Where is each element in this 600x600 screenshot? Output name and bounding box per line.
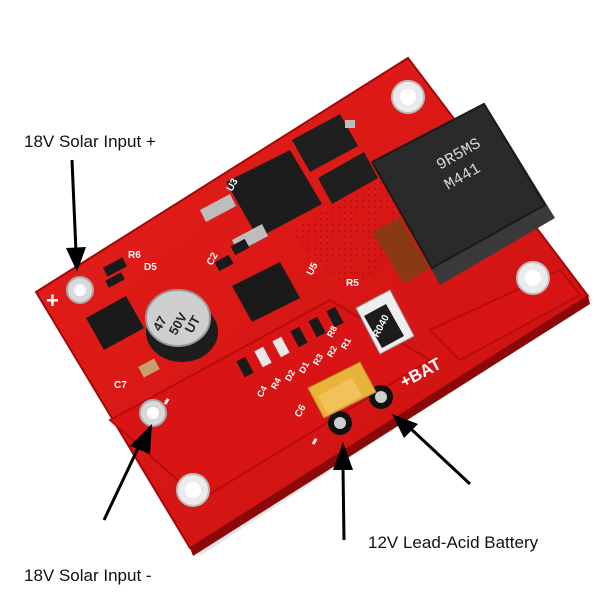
capacitor-tantalum (307, 361, 377, 419)
silk-r8: R8 (325, 324, 339, 339)
terminal-solar-minus (139, 399, 167, 427)
arrow-solar-minus (102, 424, 152, 521)
mounting-hole-bottom-left (176, 473, 210, 507)
ic-left (86, 296, 144, 350)
mounting-hole-right (516, 261, 550, 295)
silk-d5: D5 (144, 262, 157, 273)
copper-area-right (290, 180, 430, 290)
silk-u5: U5 (305, 261, 321, 278)
ic-u5 (232, 262, 300, 322)
mosfet-top-2 (318, 152, 378, 204)
silk-r6: R6 (128, 250, 141, 261)
silk-c2: C2 (205, 251, 221, 268)
silk-r3: R3 (311, 352, 325, 367)
arrow-solar-plus (66, 159, 86, 272)
resistor-r5: R040 (355, 289, 415, 355)
copper-area-bottom (108, 298, 432, 502)
silk-r1: R1 (339, 336, 353, 351)
inductor: 9R5MS M441 (370, 102, 555, 285)
arrow-battery-minus (333, 442, 353, 541)
mounting-hole-top-right (391, 80, 425, 114)
label-battery: 12V Lead-Acid Battery (368, 533, 539, 552)
silk-u3: U3 (225, 177, 241, 194)
terminal-solar-plus (66, 276, 94, 304)
silk-plus: + (46, 288, 59, 313)
mosfet-top-1 (292, 114, 358, 172)
silk-r4: R4 (269, 376, 283, 391)
capacitor-marking-value: 47 (150, 313, 170, 333)
silk-r5: R5 (346, 278, 359, 289)
smd-row (102, 238, 344, 378)
silk-r2: R2 (325, 344, 339, 359)
arrow-battery-plus (392, 414, 472, 486)
label-solar-input-plus: 18V Solar Input + (24, 132, 156, 151)
pcb-edge (190, 296, 590, 556)
label-solar-input-minus: 18V Solar Input - (24, 566, 152, 585)
silk-c4: C4 (255, 384, 269, 399)
silk-d2: D2 (283, 368, 297, 383)
silk-c7: C7 (114, 380, 127, 391)
terminal-battery-minus (328, 411, 352, 435)
silk-c6: C6 (293, 403, 309, 420)
copper-area-right-bottom (428, 268, 582, 362)
silk-d1: D1 (297, 360, 311, 375)
capacitor-electrolytic: 47 50V UT (145, 289, 218, 362)
